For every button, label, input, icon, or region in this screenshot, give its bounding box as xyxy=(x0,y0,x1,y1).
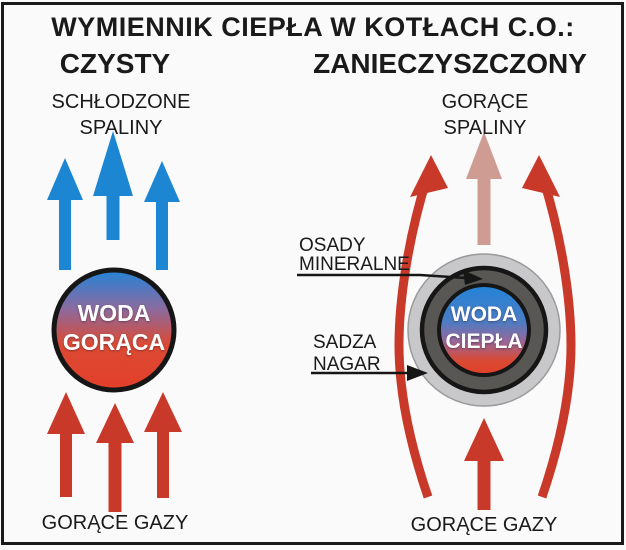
cool-exhaust-arrow-middle xyxy=(93,131,133,240)
hot-gases-label-right: GORĄCE GAZY xyxy=(410,514,558,536)
warm-water-label-line2: CIEPŁA xyxy=(445,330,523,353)
soot-pointer-arrowhead xyxy=(407,365,428,381)
cooled-exhaust-label-line1: SCHŁODZONE xyxy=(51,91,191,113)
bypass-flow-arrow-right-tail xyxy=(537,176,576,499)
bypass-flow-arrow-left-head xyxy=(410,155,448,197)
warm-water-circle-label: WODA CIEPŁA xyxy=(414,301,554,355)
hot-gas-arrow-middle xyxy=(96,403,134,512)
cool-exhaust-arrow-left xyxy=(47,158,83,270)
hot-exhaust-label: GORĄCE SPALINY xyxy=(395,89,575,141)
fouled-pipe-water-circle xyxy=(437,283,531,377)
soot-annotation-line2: NAGAR xyxy=(313,354,381,375)
hot-exhaust-label-line1: GORĄCE xyxy=(441,91,529,113)
weak-exhaust-arrow xyxy=(466,132,502,245)
hot-exhaust-label-line2: SPALINY xyxy=(443,117,527,139)
section-header-contaminated: ZANIECZYSZCZONY xyxy=(313,48,587,79)
hot-water-label-line2: GORĄCA xyxy=(62,329,166,355)
section-header-clean: CZYSTY xyxy=(59,48,171,79)
mineral-annotation-line1: OSADY xyxy=(299,235,366,256)
hot-gas-arrow-center-right xyxy=(464,418,504,510)
diagram-title: WYMIENNIK CIEPŁA W KOTŁACH C.O.: xyxy=(51,12,575,42)
bypass-flow-arrow-right-head xyxy=(522,155,560,197)
hot-gas-arrow-left xyxy=(47,392,85,497)
mineral-annotation-line2: MINERALNE xyxy=(299,254,410,275)
cool-exhaust-arrow-right xyxy=(144,161,180,270)
mineral-pointer-arrowhead xyxy=(463,270,483,285)
bypass-flow-arrow-left-tail xyxy=(394,176,433,499)
hot-gas-arrow-right xyxy=(144,392,182,498)
mineral-pointer-line xyxy=(297,273,467,280)
hot-water-circle-label: WODA GORĄCA xyxy=(44,299,184,357)
cooled-exhaust-label: SCHŁODZONE SPALINY xyxy=(31,89,211,141)
warm-water-label-line1: WODA xyxy=(450,303,518,326)
soot-annotation: SADZA NAGAR xyxy=(313,332,381,376)
hot-water-label-line1: WODA xyxy=(77,300,151,326)
cooled-exhaust-label-line2: SPALINY xyxy=(79,117,163,139)
soot-annotation-line1: SADZA xyxy=(313,332,377,353)
hot-gases-label-left: GORĄCE GAZY xyxy=(41,512,189,534)
clean-pipe-circle xyxy=(51,267,177,393)
mineral-deposits-annotation: OSADY MINERALNE xyxy=(299,236,410,274)
